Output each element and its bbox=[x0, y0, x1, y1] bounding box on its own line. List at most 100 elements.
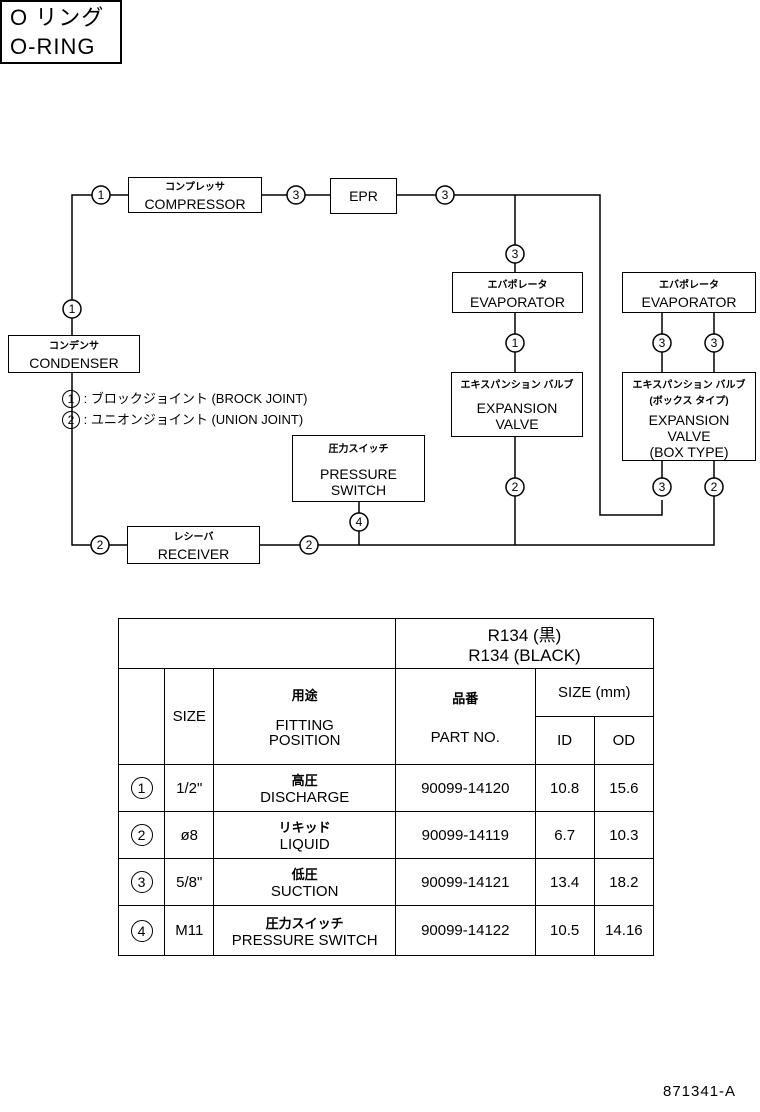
row-marker-cell: 1 bbox=[117, 764, 166, 812]
row-marker: 1 bbox=[130, 777, 153, 799]
receiver-box: レシーバ RECEIVER bbox=[127, 526, 260, 564]
marker-num: 1 bbox=[69, 302, 76, 316]
expansion-valve-2-label-jp-1: エキスパンション バルブ bbox=[632, 380, 746, 391]
marker-num: 1 bbox=[512, 336, 519, 350]
row-id: 10.8 bbox=[534, 764, 595, 812]
epr-label: EPR bbox=[349, 188, 378, 204]
epr-box: EPR bbox=[330, 178, 397, 214]
row-part: 90099-14122 bbox=[395, 905, 536, 956]
marker-compressor-right bbox=[286, 185, 306, 205]
evaporator-1-label-jp: エバポレータ bbox=[487, 280, 548, 291]
evaporator-box-2: エバポレータ EVAPORATOR bbox=[622, 272, 756, 313]
expansion-valve-2-label-jp-2: (ボックス タイプ) bbox=[649, 396, 729, 407]
row-size: ø8 bbox=[164, 811, 215, 859]
legend-marker: 1 bbox=[62, 390, 80, 408]
o-ring-spec-table: R134 (黒) R134 (BLACK) SIZE 用途 FITTING PO… bbox=[117, 618, 655, 956]
marker-exp1-bottom bbox=[505, 477, 525, 497]
row-size: 1/2" bbox=[164, 764, 215, 812]
id-col-header: ID bbox=[534, 716, 595, 765]
expansion-valve-1-label-en-2: VALVE bbox=[495, 416, 539, 432]
marker-num: 3 bbox=[711, 336, 718, 350]
refrigerant-header-l1: R134 (黒) bbox=[487, 626, 562, 645]
marker-num: 3 bbox=[659, 480, 666, 494]
refrigerant-header: R134 (黒) R134 (BLACK) bbox=[395, 618, 654, 669]
expansion-valve-box-2: エキスパンション バルブ (ボックス タイプ) EXPANSION VALVE … bbox=[622, 372, 756, 461]
row-part: 90099-14119 bbox=[395, 811, 536, 859]
condenser-box: コンデンサ CONDENSER bbox=[8, 335, 140, 373]
expansion-valve-2-label-en-3: (BOX TYPE) bbox=[649, 444, 729, 460]
row-marker-cell: 2 bbox=[117, 811, 166, 859]
expansion-valve-2-label-en-1: EXPANSION bbox=[648, 412, 730, 428]
evaporator-1-label-en: EVAPORATOR bbox=[470, 294, 565, 310]
receiver-label-jp: レシーバ bbox=[173, 532, 214, 543]
pressure-switch-label-jp: 圧力スイッチ bbox=[328, 444, 389, 455]
row-usage-en: DISCHARGE bbox=[260, 789, 350, 806]
row-od: 18.2 bbox=[593, 858, 655, 906]
row-size: M11 bbox=[164, 905, 215, 956]
marker-num: 3 bbox=[442, 188, 449, 202]
row-part: 90099-14121 bbox=[395, 858, 536, 906]
table-num-col-header bbox=[117, 668, 166, 765]
legend-text: : ユニオンジョイント (UNION JOINT) bbox=[83, 412, 304, 427]
part-header-jp: 品番 bbox=[452, 690, 479, 706]
row-marker: 4 bbox=[130, 919, 153, 942]
expansion-valve-1-label-en-1: EXPANSION bbox=[476, 400, 558, 416]
row-od: 15.6 bbox=[593, 764, 655, 812]
table-header-blank bbox=[117, 618, 397, 669]
marker-num: 2 bbox=[306, 538, 313, 552]
expansion-valve-1-label-jp: エキスパンション バルブ bbox=[460, 380, 574, 391]
expansion-valve-2-label-en-2: VALVE bbox=[667, 428, 711, 444]
piping-diagram: 1 3 3 1 3 1 2 3 3 3 2 4 2 2 bbox=[62, 185, 724, 555]
pressure-switch-box: 圧力スイッチ PRESSURE SWITCH bbox=[292, 435, 425, 502]
row-usage-en: SUCTION bbox=[270, 883, 339, 900]
marker-condenser-top bbox=[62, 299, 82, 319]
row-usage-jp: 高圧 bbox=[291, 773, 318, 788]
row-marker-cell: 3 bbox=[117, 858, 166, 906]
legend-text: : ブロックジョイント (BROCK JOINT) bbox=[83, 391, 308, 406]
legend-marker: 2 bbox=[62, 411, 80, 429]
refrigerant-header-l2: R134 (BLACK) bbox=[468, 646, 581, 665]
evaporator-2-label-jp: エバポレータ bbox=[659, 280, 719, 291]
marker-exp2-left bbox=[652, 477, 672, 497]
marker-num: 2 bbox=[711, 480, 718, 494]
marker-epr-right bbox=[435, 185, 455, 205]
compressor-box: コンプレッサ COMPRESSOR bbox=[128, 177, 262, 213]
row-part: 90099-14120 bbox=[395, 764, 536, 812]
document-number: 871341-A bbox=[663, 1083, 737, 1100]
condenser-label-en: CONDENSER bbox=[29, 355, 119, 371]
row-usage-en: LIQUID bbox=[279, 836, 330, 853]
row-marker-cell: 4 bbox=[117, 905, 166, 956]
pressure-switch-label-en-2: SWITCH bbox=[330, 482, 387, 498]
row-od: 14.16 bbox=[593, 905, 655, 956]
marker-evap2-left bbox=[652, 333, 672, 353]
usage-header-en-1: FITTING bbox=[275, 717, 334, 734]
part-col-header: 品番 PART NO. bbox=[395, 668, 536, 765]
row-id: 6.7 bbox=[534, 811, 595, 859]
marker-pressure-switch bbox=[349, 512, 369, 532]
legend-item-union-joint: 2 : ユニオンジョイント (UNION JOINT) bbox=[62, 409, 303, 429]
title-en: O-RING bbox=[10, 34, 96, 59]
marker-receiver-left bbox=[90, 535, 110, 555]
row-marker: 2 bbox=[130, 824, 153, 846]
row-od: 10.3 bbox=[593, 811, 655, 859]
od-col-header: OD bbox=[593, 716, 655, 765]
row-usage-en: PRESSURE SWITCH bbox=[231, 931, 378, 949]
circled-markers bbox=[62, 185, 724, 555]
usage-col-header: 用途 FITTING POSITION bbox=[213, 668, 397, 765]
marker-evap1-bottom bbox=[505, 333, 525, 353]
marker-num: 2 bbox=[97, 538, 104, 552]
legend-item-brock-joint: 1 : ブロックジョイント (BROCK JOINT) bbox=[62, 388, 308, 408]
marker-num: 3 bbox=[659, 336, 666, 350]
usage-header-en-2: POSITION bbox=[268, 732, 341, 749]
pressure-switch-label-en-1: PRESSURE bbox=[319, 466, 398, 482]
marker-evap2-right bbox=[704, 333, 724, 353]
marker-num: 2 bbox=[512, 480, 519, 494]
marker-left-top bbox=[91, 185, 111, 205]
